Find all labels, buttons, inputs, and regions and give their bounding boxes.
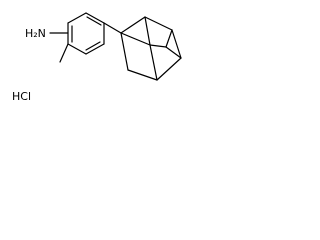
methyl-bond <box>59 43 69 63</box>
cage-bond-7 <box>120 32 151 46</box>
cage-bond-3 <box>171 29 182 59</box>
cage-bond-10 <box>165 46 182 59</box>
aniline-ring <box>67 12 105 55</box>
adamantane-cage <box>120 16 182 81</box>
salt-label: HCl <box>12 90 31 103</box>
ring-bond-5 <box>67 43 87 55</box>
ring-bond-4 <box>85 43 105 55</box>
cage-bond-11 <box>149 44 158 81</box>
cage-bond-1 <box>120 16 146 34</box>
ring-bond-2 <box>85 12 105 24</box>
amine-label: H₂N <box>25 27 46 40</box>
cage-bond-9 <box>165 29 173 48</box>
adamantyl-bond <box>103 22 122 34</box>
cage-bond-2 <box>144 16 173 31</box>
cage-bond-5 <box>127 69 158 81</box>
ring-double-bond-2 <box>85 41 101 51</box>
chemical-structure-diagram: H₂N HCl <box>12 12 182 103</box>
cage-bond-4 <box>156 57 182 81</box>
ring-bond-1 <box>67 12 87 24</box>
cage-bond-12 <box>144 16 151 46</box>
cage-bond-6 <box>120 32 129 71</box>
cage-bond-8 <box>149 44 167 48</box>
ring-double-bond-1 <box>86 16 102 26</box>
